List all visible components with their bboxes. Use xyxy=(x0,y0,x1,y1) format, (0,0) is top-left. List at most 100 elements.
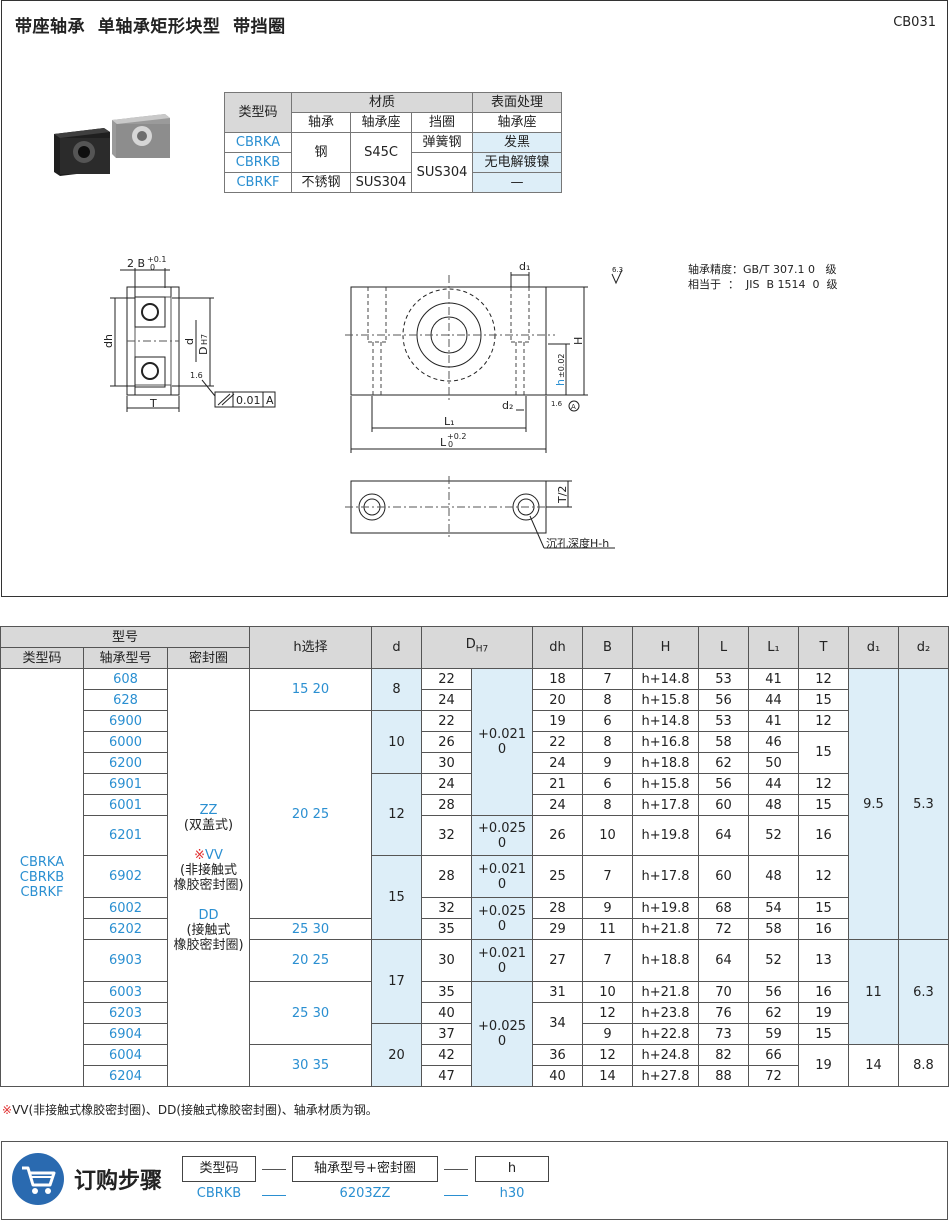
hsel-cell: 20 25 xyxy=(249,710,372,919)
B-header: B xyxy=(582,626,633,669)
materials-ring-header: 挡圈 xyxy=(411,112,473,133)
order-example-dash xyxy=(262,1195,286,1196)
D-cell: 47 xyxy=(421,1065,472,1087)
materials-cell: 不锈钢 xyxy=(291,172,351,193)
order-title: 订购步骤 xyxy=(74,1169,163,1194)
bearing-cell: 6004 xyxy=(83,1044,168,1066)
tol-upper: +0.025 xyxy=(477,903,527,919)
B-cell: 8 xyxy=(582,731,633,753)
L1-header: L₁ xyxy=(748,626,799,669)
type-a: CBRKA xyxy=(19,855,65,870)
d-cell: 17 xyxy=(371,939,422,1024)
datum-label-2: A xyxy=(571,403,576,411)
H-cell: h+17.8 xyxy=(632,855,699,898)
tol-lower: 0 xyxy=(497,742,507,757)
order-example-h: h30 xyxy=(499,1186,525,1201)
L1-cell: 66 xyxy=(748,1044,799,1066)
d-header: d xyxy=(371,626,422,669)
seal-vv-desc1: (非接触式 xyxy=(179,862,238,878)
materials-cell: SUS304 xyxy=(350,172,412,193)
d2-header: d₂ xyxy=(898,626,949,669)
H-cell: h+19.8 xyxy=(632,897,699,919)
tol-upper: +0.021 xyxy=(477,945,527,961)
bearing-cell: 6202 xyxy=(83,918,168,940)
T-cell: 19 xyxy=(798,1044,849,1087)
L-cell: 70 xyxy=(698,981,749,1003)
dim-dh-label: dh xyxy=(102,334,115,348)
bearing-cell: 6002 xyxy=(83,897,168,919)
L-cell: 56 xyxy=(698,689,749,711)
B-cell: 14 xyxy=(582,1065,633,1087)
dh-cell: 36 xyxy=(532,1044,583,1066)
L-cell: 53 xyxy=(698,710,749,732)
seal-vv-desc2: 橡胶密封圈) xyxy=(173,877,244,893)
datum-label: A xyxy=(266,394,274,407)
d1-cell: 11 xyxy=(848,939,899,1045)
B-cell: 8 xyxy=(582,794,633,816)
bearing-cell: 6904 xyxy=(83,1023,168,1045)
d-cell: 12 xyxy=(371,773,422,856)
L1-cell: 44 xyxy=(748,689,799,711)
technical-drawing: 2 B +0.1 0 dh d D H7 T 1.6 0.01 A xyxy=(102,255,623,550)
seal-zz: ZZ xyxy=(199,802,218,818)
bearing-cell: 6903 xyxy=(83,939,168,982)
type-b: CBRKB xyxy=(19,870,65,885)
dim-L-tol-lo: 0 xyxy=(448,440,453,449)
materials-housing-header: 轴承座 xyxy=(350,112,412,133)
product-panel xyxy=(1,0,948,597)
d-cell: 10 xyxy=(371,710,422,774)
seal-zz-desc: (双盖式) xyxy=(183,817,234,833)
H-cell: h+18.8 xyxy=(632,752,699,774)
bearing-cell: 6203 xyxy=(83,1002,168,1024)
T-cell: 12 xyxy=(798,710,849,732)
seal-vv: VV xyxy=(205,847,223,863)
B-cell: 12 xyxy=(582,1002,633,1024)
tol-lower: 0 xyxy=(497,835,507,851)
L-cell: 60 xyxy=(698,794,749,816)
L1-cell: 52 xyxy=(748,939,799,982)
bearing-cell: 6001 xyxy=(83,794,168,816)
order-example-type: CBRKB xyxy=(196,1186,242,1201)
dh-cell: 40 xyxy=(532,1065,583,1087)
order-dash xyxy=(262,1169,286,1170)
L1-cell: 59 xyxy=(748,1023,799,1045)
H-cell: h+15.8 xyxy=(632,689,699,711)
L1-cell: 41 xyxy=(748,668,799,690)
seal-header: 密封圈 xyxy=(167,647,250,669)
dh-cell: 25 xyxy=(532,855,583,898)
L1-cell: 41 xyxy=(748,710,799,732)
catalog-code: CB031 xyxy=(893,15,936,30)
materials-type-cell: CBRKA xyxy=(224,132,292,153)
H-cell: h+23.8 xyxy=(632,1002,699,1024)
bearing-cell: 6900 xyxy=(83,710,168,732)
L1-cell: 72 xyxy=(748,1065,799,1087)
L1-cell: 48 xyxy=(748,794,799,816)
H-cell: h+24.8 xyxy=(632,1044,699,1066)
product-photo xyxy=(54,114,170,176)
D-cell: 37 xyxy=(421,1023,472,1045)
B-cell: 11 xyxy=(582,918,633,940)
dh-cell: 34 xyxy=(532,1002,583,1045)
D-header: DH7 xyxy=(421,626,533,669)
bearing-cell: 6201 xyxy=(83,815,168,856)
model-header: 型号 xyxy=(0,626,250,648)
materials-type-cell: CBRKB xyxy=(224,152,292,173)
materials-type-cell: CBRKF xyxy=(224,172,292,193)
L-header: L xyxy=(698,626,749,669)
T-cell: 12 xyxy=(798,855,849,898)
H-cell: h+14.8 xyxy=(632,710,699,732)
tol-upper: +0.021 xyxy=(477,861,527,877)
footnote: ※VV(非接触式橡胶密封圈)、DD(接触式橡胶密封圈)、轴承材质为钢。 xyxy=(2,1101,378,1118)
type-header: 类型码 xyxy=(0,647,84,669)
materials-type-header: 类型码 xyxy=(224,92,292,133)
H-cell: h+19.8 xyxy=(632,815,699,856)
accuracy-line-2: 相当于 ： JIS B 1514 0 级 xyxy=(688,278,838,291)
hsel-cell: 25 30 xyxy=(249,981,372,1045)
bearing-cell: 6902 xyxy=(83,855,168,898)
B-cell: 7 xyxy=(582,855,633,898)
L1-cell: 62 xyxy=(748,1002,799,1024)
d1-cell: 9.5 xyxy=(848,668,899,940)
